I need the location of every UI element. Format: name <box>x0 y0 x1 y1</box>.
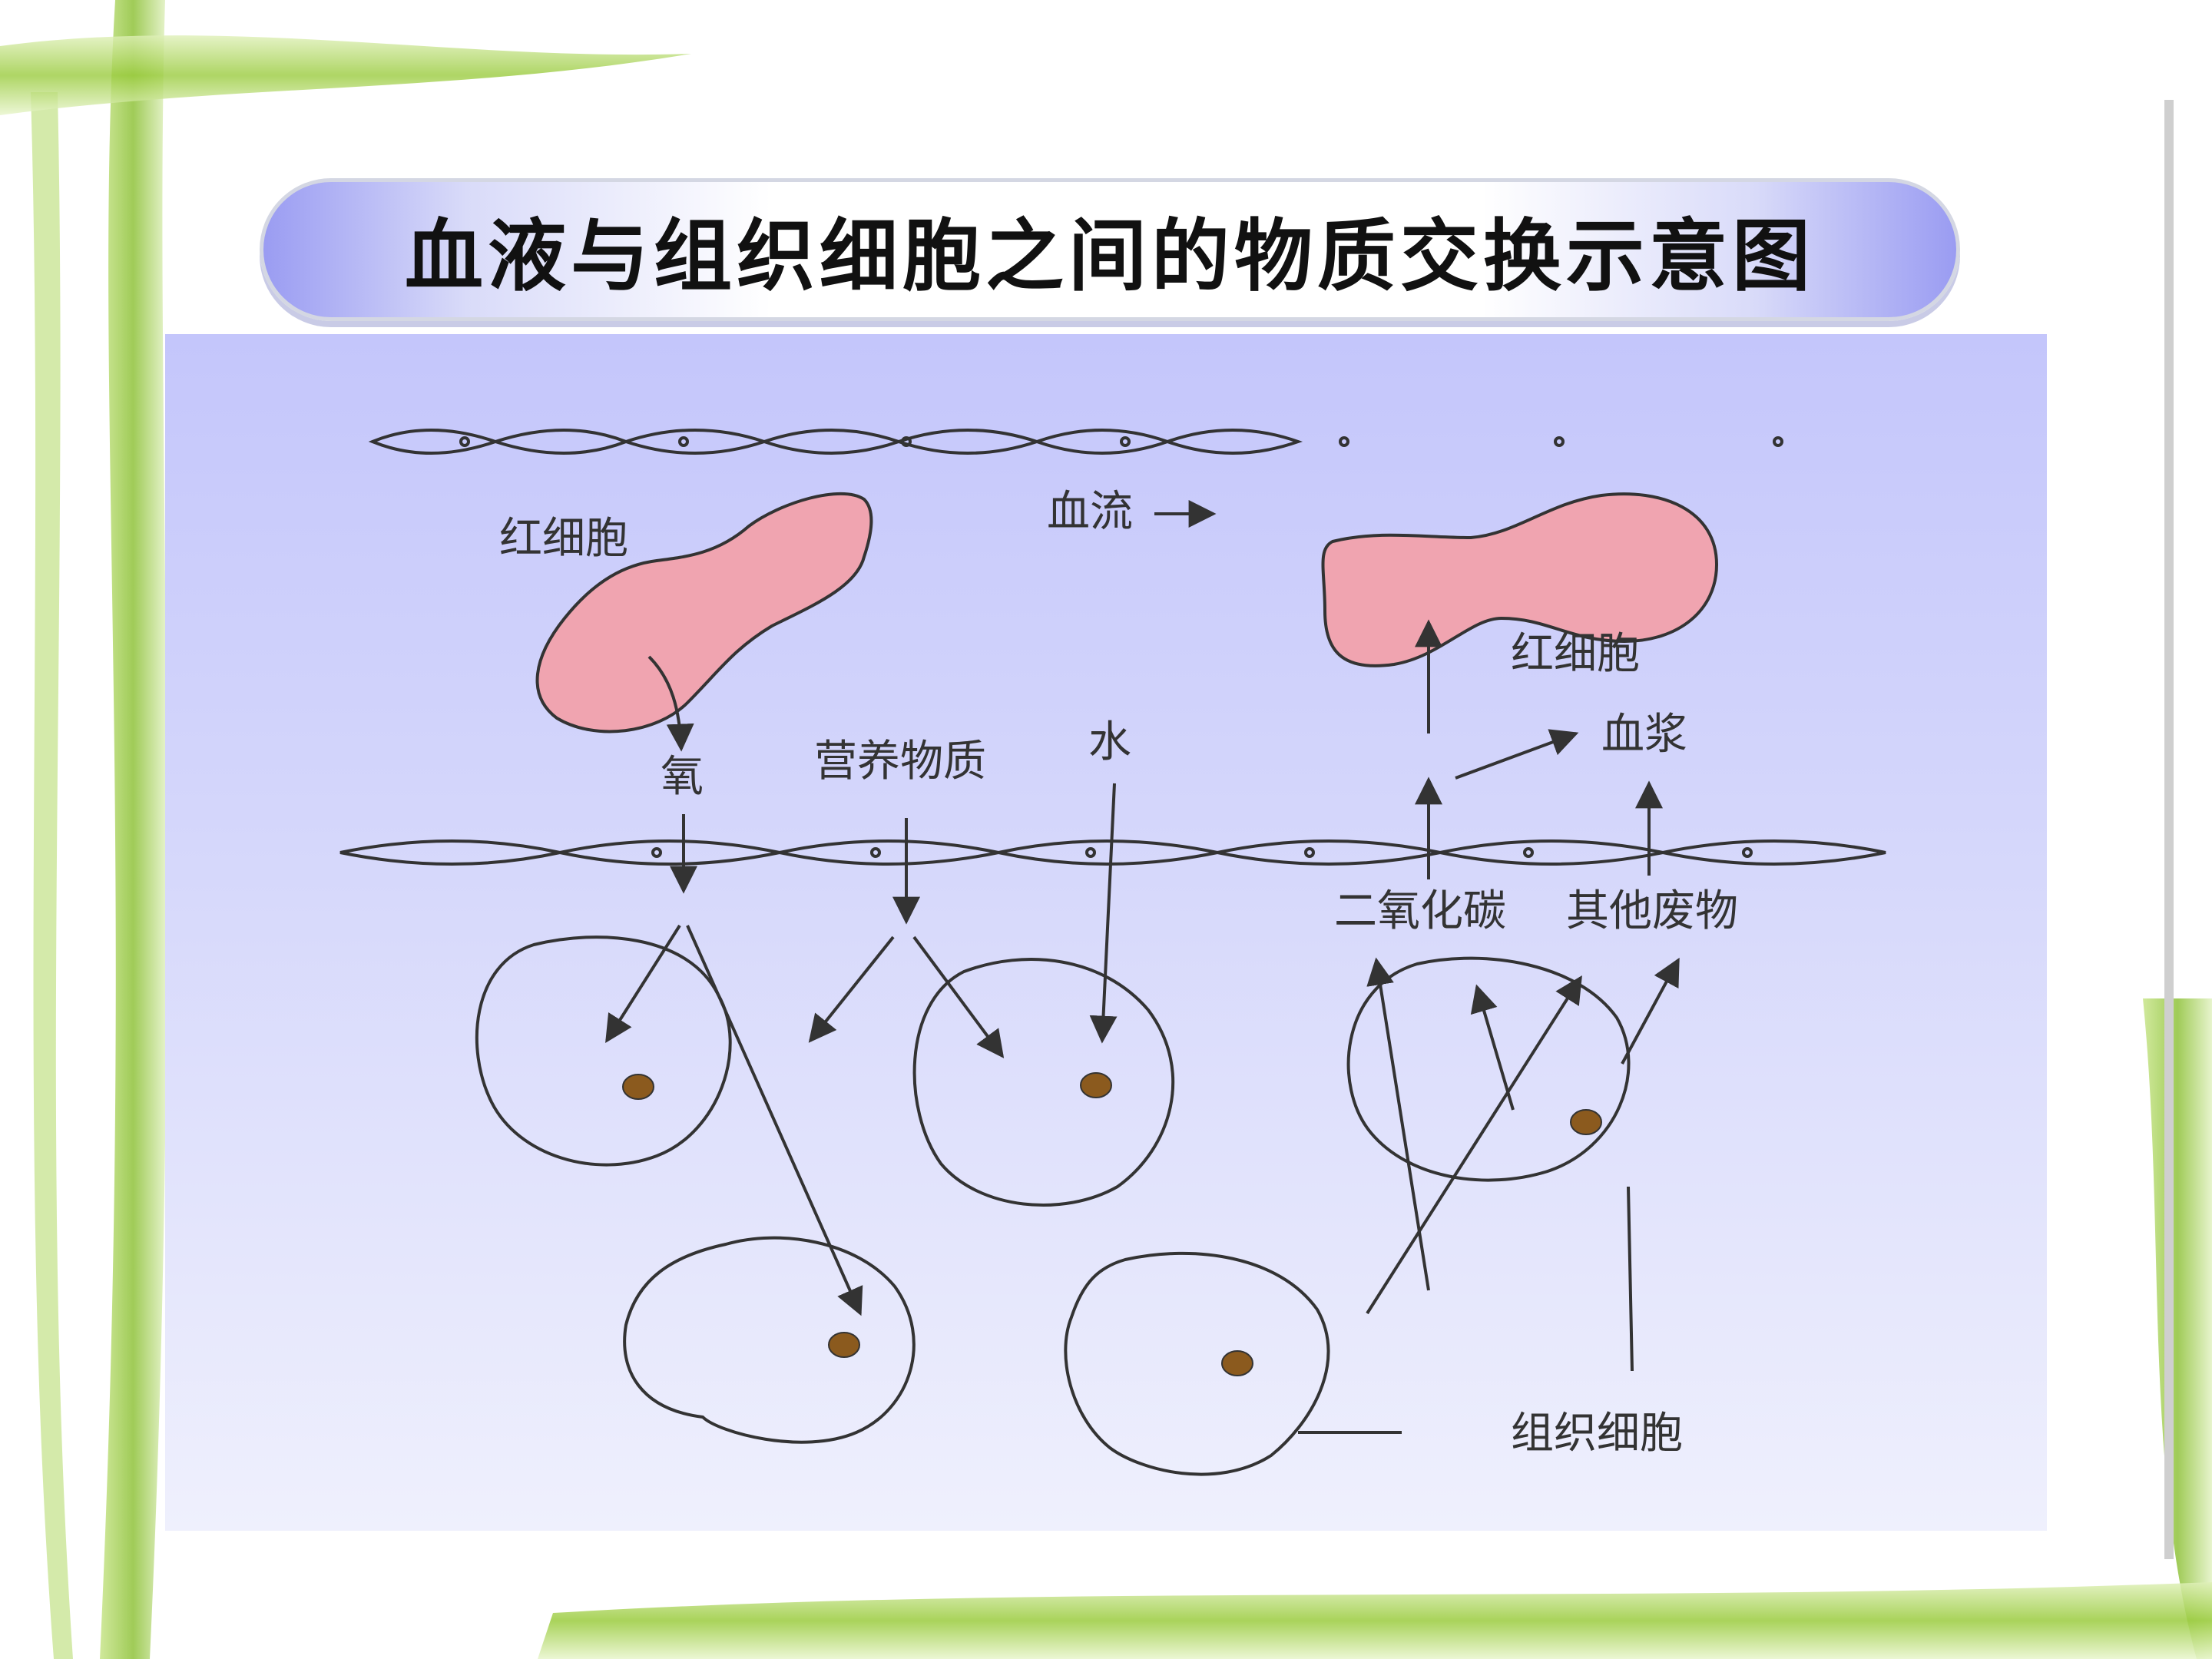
tissue-cell <box>623 1236 916 1444</box>
oxygen-arrow <box>605 924 681 1044</box>
endothelial-cell <box>1439 839 1664 866</box>
oxygen-release-arrow <box>647 655 694 752</box>
lower-capillary-wall <box>339 839 1886 866</box>
exchange-diagram: 红细胞 血流 红细胞 氧 营养物质 水 血浆 二氧化碳 其他废物 组织细胞 <box>339 429 1886 1476</box>
endothelial-cell <box>759 429 904 455</box>
right-edge-shadow <box>2164 100 2174 1559</box>
endothelial-cell <box>1031 429 1173 455</box>
cell-nucleus <box>1570 1109 1602 1135</box>
leaf-stem-left <box>100 0 167 1659</box>
other-waste-label: 其他废物 <box>1566 886 1738 936</box>
nutrients-arrow <box>808 935 895 1043</box>
plasma-arrow <box>1455 729 1579 780</box>
water-label: 水 <box>1088 717 1131 767</box>
nutrients-label: 营养物质 <box>814 737 986 786</box>
tissue-cell <box>1064 1251 1330 1476</box>
endothelial-cell <box>893 429 1042 455</box>
waste-arrow <box>1621 957 1680 1065</box>
tissue-cells-label: 组织细胞 <box>1511 1409 1683 1459</box>
leaf-blade-top <box>0 35 691 116</box>
endothelial-cell <box>339 839 561 866</box>
endothelial-cell <box>490 429 631 455</box>
endothelial-cell <box>559 839 780 866</box>
blood-flow-label: 血流 <box>1047 487 1133 537</box>
waste-arrow <box>1470 984 1515 1111</box>
leaf-stem-right <box>2143 998 2212 1659</box>
red-cell-label-right: 红细胞 <box>1511 629 1640 679</box>
cell-nucleus <box>1221 1350 1253 1376</box>
co2-arrow <box>1366 957 1430 1291</box>
cell-nucleus <box>622 1074 654 1100</box>
plasma-label: 血浆 <box>1601 710 1687 760</box>
carbon-dioxide-label: 二氧化碳 <box>1334 886 1506 936</box>
diagram-panel: 红细胞 血流 红细胞 氧 营养物质 水 血浆 二氧化碳 其他废物 组织细胞 <box>165 334 2047 1531</box>
endothelial-cell <box>621 429 770 455</box>
tissue-cell <box>912 958 1175 1207</box>
title-banner: 血液与组织细胞之间的物质交换示意图 <box>260 178 1960 321</box>
tissue-cell <box>475 935 732 1167</box>
leaf-blade-bottom <box>538 1582 2212 1659</box>
exchange-arrows <box>605 500 1680 1316</box>
upper-capillary-wall <box>368 429 1783 455</box>
endothelial-cell <box>1217 839 1441 866</box>
cell-nucleus <box>1080 1072 1112 1098</box>
endothelial-cell <box>1162 429 1303 455</box>
waste-arrow <box>1366 975 1582 1315</box>
endothelial-cell <box>1662 839 1886 866</box>
endothelial-cell <box>368 429 501 455</box>
leaf-stem-left-thin <box>31 92 73 1659</box>
leader-lines <box>1298 1186 1634 1435</box>
red-cell-label-left: 红细胞 <box>499 514 628 564</box>
page-title: 血液与组织细胞之间的物质交换示意图 <box>405 210 1815 303</box>
tissue-cell <box>1346 956 1631 1182</box>
cell-nucleus <box>828 1332 860 1358</box>
red-blood-cell-left <box>535 492 873 733</box>
nuclei <box>622 1072 1602 1376</box>
nutrients-arrow <box>912 935 1005 1058</box>
oxygen-label: 氧 <box>661 752 704 802</box>
water-arrow <box>1089 783 1118 1044</box>
endothelial-cell <box>998 839 1218 866</box>
oxygen-arrow <box>686 925 863 1316</box>
tissue-cells <box>475 935 1631 1476</box>
endothelial-cell <box>779 839 999 866</box>
tissue-cell-leader <box>1627 1186 1634 1372</box>
